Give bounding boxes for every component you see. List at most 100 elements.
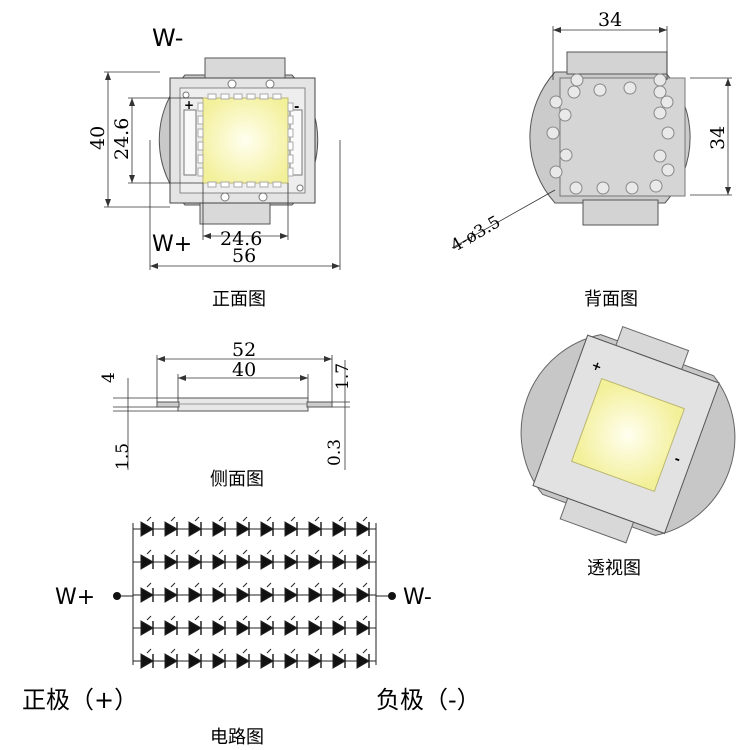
circuit-diagram: W+ W- 正极（+） 负极（-） 电路图 [22,516,481,748]
led-diode [164,620,178,636]
led-diode [356,554,370,570]
circuit-node-plus [113,592,121,600]
led-edge-tooth [272,181,282,188]
side-dim-left-top: 4 [99,372,119,383]
circuit-node-minus [388,592,396,600]
led-emission-arrow [218,582,224,588]
led-diode [164,521,178,537]
led-diode [356,587,370,603]
led-diode [164,554,178,570]
led-diode [260,653,274,669]
side-dim-total: 52 [232,339,256,361]
led-edge-tooth [246,181,256,188]
led-emission-arrow [290,549,296,555]
led-emission-arrow [170,549,176,555]
led-emission-arrow [362,516,368,522]
led-edge-tooth [220,93,230,100]
back-hole [593,83,607,97]
led-emission-arrow [314,516,320,522]
front-bottom-lead [199,201,271,225]
led-diode [308,653,322,669]
back-hole [649,179,663,193]
led-emission-arrow [242,549,248,555]
back-bottom-lead [582,199,659,226]
side-dim-inner: 40 [232,359,256,381]
front-dim-inner-height: 24.6 [111,118,133,160]
led-emission-arrow [170,615,176,621]
led-emission-arrow [170,516,176,522]
side-caption: 侧面图 [210,469,264,490]
led-edge-tooth [197,115,204,125]
back-caption: 背面图 [584,289,638,310]
back-hole [549,165,563,179]
led-emission-arrow [146,615,152,621]
led-edge-tooth [259,181,269,188]
circuit-negative-label: 负极（-） [376,686,481,714]
led-edge-tooth [287,154,294,164]
led-emission-arrow [194,549,200,555]
back-hole [559,148,573,162]
led-diode [284,587,298,603]
led-edge-tooth [207,93,217,100]
led-emission-arrow [218,615,224,621]
led-diode [212,587,226,603]
led-edge-tooth [287,141,294,151]
back-hole [567,85,581,99]
side-dim-right-top: 1.7 [333,363,353,390]
led-diode [284,653,298,669]
led-emission-arrow [290,648,296,654]
led-emission-arrow [218,648,224,654]
led-diode [260,521,274,537]
led-diode [188,521,202,537]
led-emission-arrow [362,549,368,555]
led-diode [140,521,154,537]
perspective-caption: 透视图 [587,558,641,579]
front-w-plus-label: W+ [152,232,192,257]
led-edge-tooth [197,102,204,112]
led-diode [260,554,274,570]
led-emission-arrow [242,582,248,588]
led-edge-tooth [197,154,204,164]
led-edge-tooth [197,141,204,151]
led-emission-arrow [242,516,248,522]
led-edge-tooth [197,128,204,138]
led-emission-arrow [242,615,248,621]
perspective-minus-mark: - [672,452,682,468]
led-emission-arrow [146,516,152,522]
led-emission-arrow [266,615,272,621]
circuit-w-plus-label: W+ [55,585,95,610]
back-hole [570,73,584,87]
led-emission-arrow [194,582,200,588]
side-view: 52 40 4 1.5 1.7 0.3 侧面图 [99,339,353,490]
led-diode [236,554,250,570]
led-diode [284,554,298,570]
back-holes-label: 4-ø3.5 [448,212,505,256]
led-emission-arrow [218,516,224,522]
back-hole [546,126,560,140]
led-emission-arrow [194,615,200,621]
led-diode [284,620,298,636]
back-hole [661,126,675,140]
led-edge-tooth [287,128,294,138]
led-diode [236,620,250,636]
front-plus-mark: + [184,98,194,112]
led-diode [236,587,250,603]
led-emission-arrow [170,648,176,654]
led-emission-arrow [266,516,272,522]
led-diode [284,521,298,537]
perspective-view: + - 透视图 [520,326,736,579]
side-lead-right [306,401,333,408]
back-hole [596,181,610,195]
back-hole [660,95,674,109]
back-hole [661,163,675,177]
led-emission-arrow [146,648,152,654]
led-edge-tooth [272,93,282,100]
circuit-positive-label: 正极（+） [22,686,138,714]
led-edge-tooth [233,93,243,100]
back-hole [569,181,583,195]
led-edge-tooth [287,115,294,125]
front-caption: 正面图 [212,289,266,310]
front-w-minus-label: W- [152,24,183,52]
back-hole [558,108,572,122]
led-edge-tooth [220,181,230,188]
